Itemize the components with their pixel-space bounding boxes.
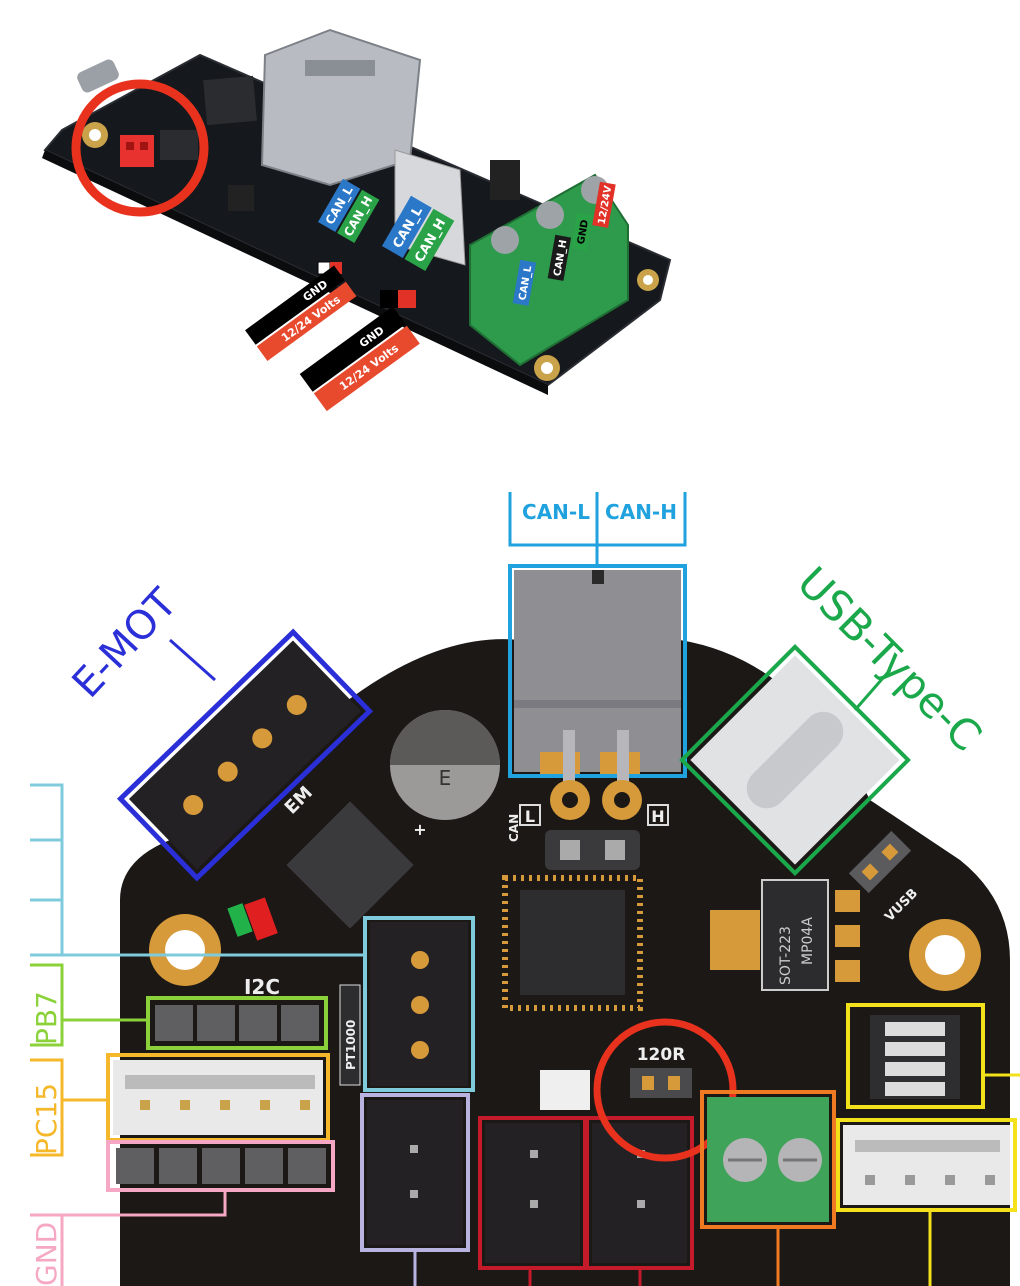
callout-e-mot: E-MOT <box>64 580 187 707</box>
i2c-header-box <box>146 996 328 1050</box>
left-bracket-cyan <box>30 783 64 957</box>
silk-plus: + <box>413 820 426 839</box>
pc15-connector <box>113 1060 323 1135</box>
chip <box>160 130 198 160</box>
edge-label-pb7: PB7 <box>30 991 63 1045</box>
sot223-regulator <box>761 879 829 991</box>
left-bracket-green <box>30 963 64 1047</box>
terminal-gnd: GND <box>576 219 591 245</box>
dip-switch-box <box>846 1003 985 1109</box>
callout-can-l: CAN-L <box>522 500 590 524</box>
driver-chip <box>286 801 414 929</box>
silk-l: L <box>525 807 535 826</box>
callout-can-h: CAN-H <box>605 500 677 524</box>
silk-can: CAN <box>507 814 521 842</box>
jumper-highlight-circle <box>71 79 209 217</box>
bottom-diagram: CAN-L CAN-H L H CAN E-MOT <box>30 492 1020 1286</box>
left-bracket-pink <box>30 1190 227 1217</box>
edge-label-pc15: PC15 <box>30 1083 63 1155</box>
power-terminal-box <box>700 1090 836 1229</box>
silk-120r: 120R <box>637 1045 686 1065</box>
endstop-connector <box>843 1125 1010 1205</box>
mcu-chip <box>520 890 625 995</box>
pin-header <box>228 185 254 211</box>
top-photo: CAN_L CAN_H CAN_L CAN_H CAN_L CAN_H <box>42 28 672 412</box>
usb-c-box <box>679 644 911 876</box>
endstop-connector-box <box>836 1118 1017 1212</box>
can-connector <box>514 570 681 772</box>
silk-mp: MP04A <box>800 917 816 965</box>
usb-c-port <box>77 59 119 93</box>
can-connector-box <box>508 564 687 778</box>
silk-cap-e: E <box>439 766 452 790</box>
adapter-board-edge <box>42 150 548 395</box>
jumper <box>120 135 154 167</box>
heater-connector-2 <box>592 1123 687 1263</box>
silk-i2c: I2C <box>244 975 280 999</box>
e-mot-box <box>116 628 374 882</box>
left-bracket-orange <box>30 1058 64 1157</box>
heater-connector-1 <box>485 1123 580 1263</box>
edge-label-gnd: GND <box>30 1222 63 1286</box>
silk-pt1000: PT1000 <box>344 1020 358 1070</box>
gnd-header-box <box>106 1140 335 1192</box>
silk-sot: SOT-223 <box>778 926 794 985</box>
silk-h: H <box>651 807 664 826</box>
fan-connector <box>367 1100 463 1245</box>
pt1000-box <box>363 916 475 1092</box>
chip <box>203 75 257 126</box>
